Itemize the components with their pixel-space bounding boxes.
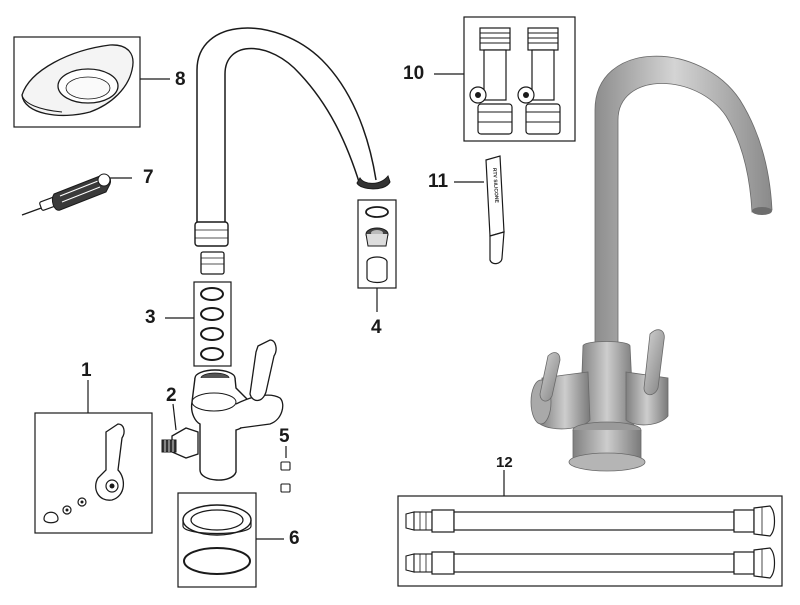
part-6-frame — [177, 492, 257, 588]
part-8-frame — [13, 36, 141, 128]
part-4-aerator — [357, 199, 397, 312]
hose-top — [405, 505, 776, 537]
assembled-tap-render — [530, 55, 773, 472]
callout-3: 3 — [145, 307, 156, 328]
callout-10: 10 — [403, 63, 425, 84]
part-3-o-rings — [165, 281, 232, 367]
part-3-frame — [193, 281, 232, 367]
callout-12: 12 — [496, 454, 513, 471]
part-1-lever-kit — [34, 380, 153, 534]
valve-left — [469, 27, 513, 135]
callout-2: 2 — [166, 385, 177, 406]
hose-bottom — [405, 547, 776, 579]
valve-right — [517, 27, 561, 135]
part-5-grub-screws — [280, 446, 291, 493]
callout-1: 1 — [81, 360, 92, 381]
part-1-frame — [34, 412, 153, 534]
part-2-leader — [172, 403, 177, 431]
callout-5: 5 — [279, 426, 290, 447]
part-11-silicone-tube: RTV SILICONE — [454, 155, 505, 265]
part-12-frame — [397, 495, 783, 587]
tube-text: RTV SILICONE — [491, 168, 499, 204]
callout-7: 7 — [143, 167, 154, 188]
callout-11: 11 — [428, 171, 449, 192]
part-10-frame — [463, 16, 576, 142]
part-6-gasket — [177, 492, 284, 588]
part-10-isolation-valves — [434, 16, 576, 142]
callout-6: 6 — [289, 528, 300, 549]
part-12-flexible-hoses — [397, 470, 783, 587]
spout-line-art — [194, 27, 391, 275]
part-7-tool — [21, 173, 132, 216]
part-8-base-plate — [13, 36, 170, 128]
callout-4: 4 — [371, 317, 382, 338]
callout-8: 8 — [175, 69, 186, 90]
tap-body-line-art — [161, 339, 284, 481]
